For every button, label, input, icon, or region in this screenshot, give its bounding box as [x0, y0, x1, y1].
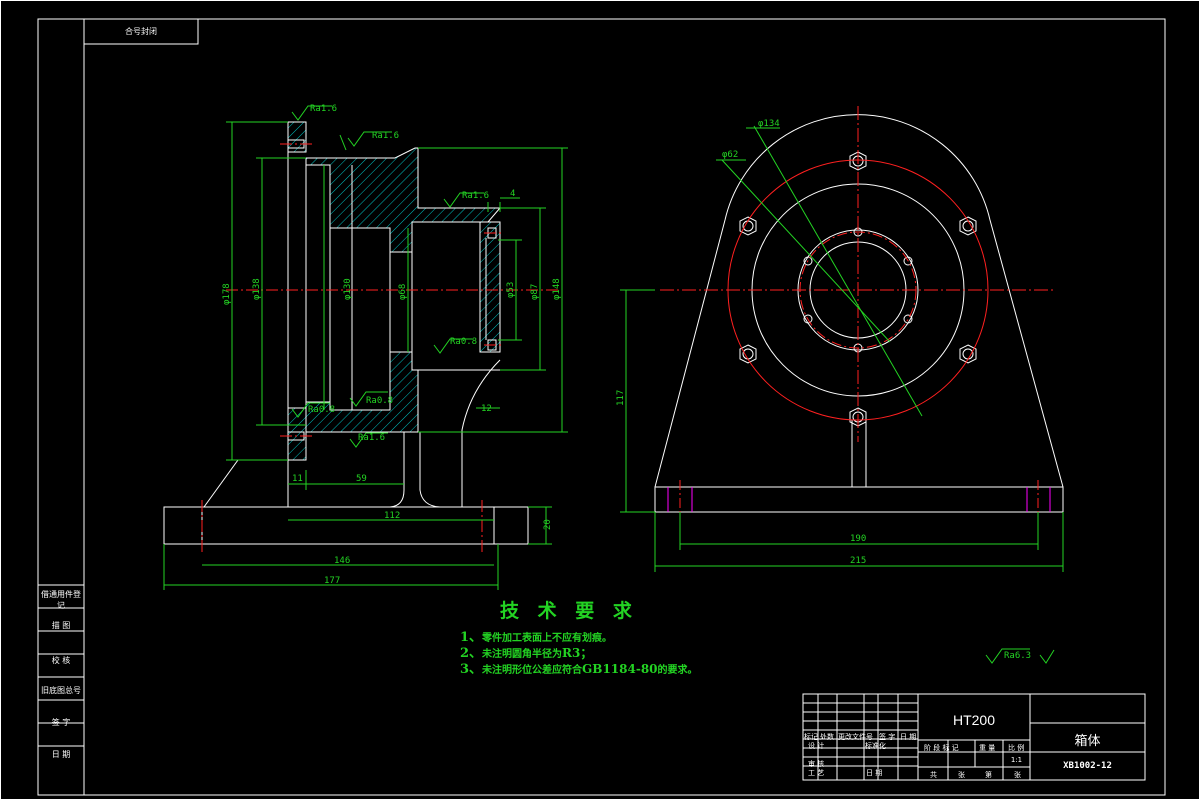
dim-20: 20 [543, 519, 553, 530]
roughness-label: Ra0.8 [366, 396, 393, 406]
dim-59: 59 [356, 474, 367, 484]
dim-177: 177 [324, 576, 340, 586]
dim-11: 11 [292, 474, 303, 484]
roughness-label: Ra1.6 [310, 104, 337, 114]
dim-146: 146 [334, 556, 350, 566]
general-roughness: Ra6.3 [1004, 651, 1031, 661]
magenta-holes [667, 487, 1051, 512]
dim-phi138: φ138 [252, 278, 262, 300]
dim-phi134: φ134 [758, 119, 780, 129]
dim-phi62: φ62 [722, 150, 738, 160]
dim-phi87: φ87 [530, 284, 540, 300]
title-block-lines [802, 693, 1146, 781]
dim-phi130: φ130 [343, 278, 353, 300]
right-view-dim-texts: φ134 φ62 117 190 215 Ra6.3 [616, 119, 1031, 661]
dim-215: 215 [850, 556, 866, 566]
dim-phi53: φ53 [506, 282, 516, 298]
roughness-label: Ra1.6 [372, 131, 399, 141]
roughness-label: Ra1.6 [358, 433, 385, 443]
left-section-view [163, 121, 560, 552]
dim-190: 190 [850, 534, 866, 544]
roughness-label: Ra0.8 [308, 405, 335, 415]
left-view-dimensions [163, 105, 568, 590]
dim-4: 4 [510, 189, 515, 199]
section-centerlines [201, 143, 560, 552]
roughness-label: Ra1.6 [462, 191, 489, 201]
small-holes [803, 227, 913, 353]
left-view-dim-texts: Ra1.6 Ra1.6 Ra1.6 Ra0.8 Ra0.8 Ra0.8 Ra1.… [222, 104, 562, 586]
right-centerlines [660, 106, 1055, 520]
dim-phi178: φ178 [222, 283, 232, 305]
roughness-label: Ra0.8 [450, 337, 477, 347]
dim-12: 12 [481, 404, 492, 414]
dim-117: 117 [616, 390, 626, 406]
dim-phi68: φ68 [398, 284, 408, 300]
dim-phi148: φ148 [552, 278, 562, 300]
right-front-view [654, 114, 1064, 513]
right-view-dimensions [620, 125, 1064, 664]
dim-112: 112 [384, 511, 400, 521]
